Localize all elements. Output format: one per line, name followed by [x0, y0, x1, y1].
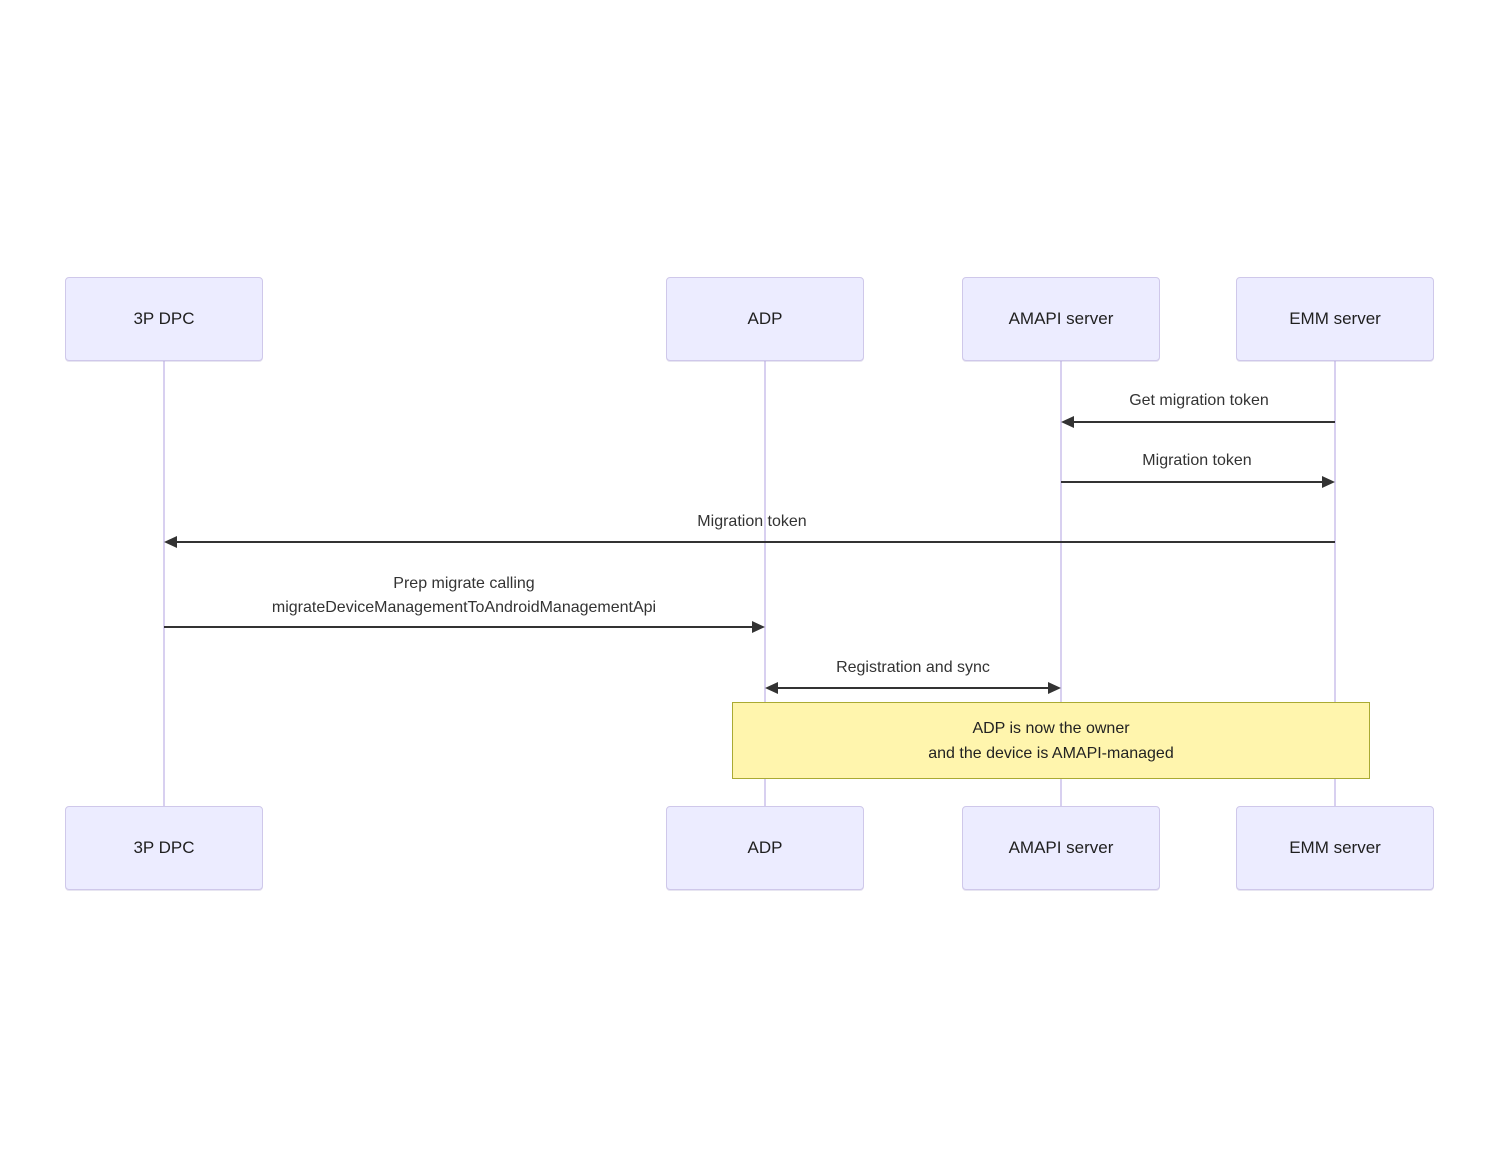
message-line-migration-token-to-emm — [1061, 481, 1324, 483]
message-label-prep-migrate-line1: Prep migrate calling — [393, 575, 535, 592]
note-line2: and the device is AMAPI-managed — [928, 744, 1174, 762]
lifeline-amapi-server — [1060, 361, 1062, 806]
message-label-prep-migrate-line2: migrateDeviceManagementToAndroidManageme… — [271, 599, 657, 616]
message-line-prep-migrate — [164, 626, 754, 628]
actor-label-adp: ADP — [747, 838, 783, 857]
message-line-migration-token-to-dpc — [175, 541, 1335, 543]
actor-label-adp: ADP — [747, 309, 783, 328]
actor-box-emm-server-bottom: EMM server — [1236, 806, 1434, 890]
lifeline-adp — [764, 361, 766, 806]
note-box: ADP is now the owner and the device is A… — [732, 702, 1370, 779]
actor-label-3p-dpc: 3P DPC — [133, 309, 195, 328]
actor-label-emm-server: EMM server — [1289, 309, 1381, 328]
actor-label-amapi-server: AMAPI server — [1008, 309, 1114, 328]
actor-label-amapi-server: AMAPI server — [1008, 838, 1114, 857]
arrowhead-right-icon — [1048, 682, 1061, 694]
arrowhead-left-icon — [765, 682, 778, 694]
arrowhead-left-icon — [1061, 416, 1074, 428]
actor-box-adp-bottom: ADP — [666, 806, 864, 890]
message-label-migration-token-to-emm: Migration token — [1142, 452, 1252, 469]
arrowhead-right-icon — [1322, 476, 1335, 488]
actor-label-3p-dpc: 3P DPC — [133, 838, 195, 857]
arrowhead-right-icon — [752, 621, 765, 633]
note-line1: ADP is now the owner — [972, 719, 1130, 737]
message-label-prep-migrate: Prep migrate calling migrateDeviceManage… — [272, 572, 656, 620]
actor-box-adp-top: ADP — [666, 277, 864, 361]
actor-label-emm-server: EMM server — [1289, 838, 1381, 857]
message-label-migration-token-to-dpc: Migration token — [697, 513, 807, 530]
actor-box-amapi-server-bottom: AMAPI server — [962, 806, 1160, 890]
actor-box-3p-dpc-top: 3P DPC — [65, 277, 263, 361]
message-label-registration-and-sync: Registration and sync — [836, 659, 990, 676]
arrowhead-left-icon — [164, 536, 177, 548]
lifeline-3p-dpc — [163, 361, 165, 806]
actor-box-3p-dpc-bottom: 3P DPC — [65, 806, 263, 890]
actor-box-amapi-server-top: AMAPI server — [962, 277, 1160, 361]
lifeline-emm-server — [1334, 361, 1336, 806]
message-line-registration-and-sync — [776, 687, 1050, 689]
message-line-get-migration-token — [1072, 421, 1335, 423]
message-label-get-migration-token: Get migration token — [1129, 392, 1269, 409]
actor-box-emm-server-top: EMM server — [1236, 277, 1434, 361]
